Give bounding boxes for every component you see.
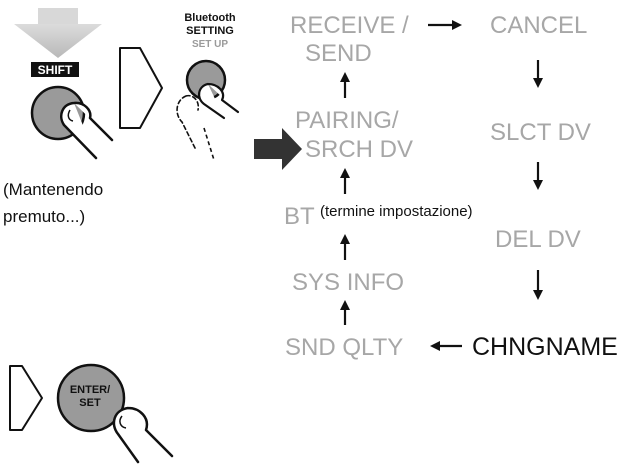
ghost-finger-icon: [176, 94, 200, 151]
arrow-left-icon: [430, 341, 462, 351]
enter-label-line1: ENTER/: [70, 384, 110, 396]
arrow-right-icon: [428, 20, 462, 30]
pressing-finger-icon: [60, 101, 114, 160]
menu-receive-send-line1: RECEIVE /: [290, 12, 409, 39]
finger-nail-icon: [67, 109, 74, 122]
menu-snd-qlty: SND QLTY: [285, 334, 403, 361]
menu-del-dv: DEL DV: [495, 226, 581, 253]
menu-slct-dv: SLCT DV: [490, 119, 591, 146]
arrow-up-icon-2: [340, 168, 350, 194]
enter-label-line2: SET: [79, 397, 101, 409]
bluetooth-label-line3: SET UP: [192, 39, 228, 50]
arrow-down-icon-3: [533, 270, 543, 300]
arrow-up-icon-4: [340, 300, 350, 325]
shift-label-box: [31, 62, 79, 77]
menu-bt-note: (termine impostazione): [320, 203, 473, 220]
arrow-up-icon-1: [340, 72, 350, 98]
menu-receive-send-line2: SEND: [305, 40, 372, 67]
hold-note-line1: (Mantenendo: [3, 180, 103, 199]
arrow-down-icon-2: [533, 162, 543, 190]
pressing-finger-icon-2: [198, 82, 240, 120]
menu-pairing-line1: PAIRING/: [295, 107, 399, 134]
menu-bt: BT: [284, 203, 315, 230]
menu-cancel: CANCEL: [490, 12, 587, 39]
gray-down-arrow-stem-icon: [38, 8, 78, 24]
finger-nail-icon-3: [119, 415, 127, 429]
arrow-down-icon-1: [533, 60, 543, 88]
enter-set-button[interactable]: [56, 363, 126, 433]
arrow-up-icon-3: [340, 234, 350, 260]
hold-note-line2: premuto...): [3, 207, 85, 226]
outline-chevron-icon-2: [9, 365, 43, 431]
bluetooth-label-line2: SETTING: [186, 25, 234, 37]
pressing-finger-icon-3: [112, 406, 174, 464]
menu-pairing-line2: SRCH DV: [305, 136, 413, 163]
shift-label: SHIFT: [38, 63, 73, 77]
dark-pointer-arrow-icon: [254, 128, 302, 170]
ghost-finger-line-icon: [203, 127, 215, 161]
menu-sys-info: SYS INFO: [292, 269, 404, 296]
outline-chevron-icon: [119, 47, 163, 129]
bluetooth-label-line1: Bluetooth: [184, 12, 236, 24]
gray-down-arrow-icon: [14, 24, 102, 58]
menu-chngname: CHNGNAME: [472, 333, 618, 361]
